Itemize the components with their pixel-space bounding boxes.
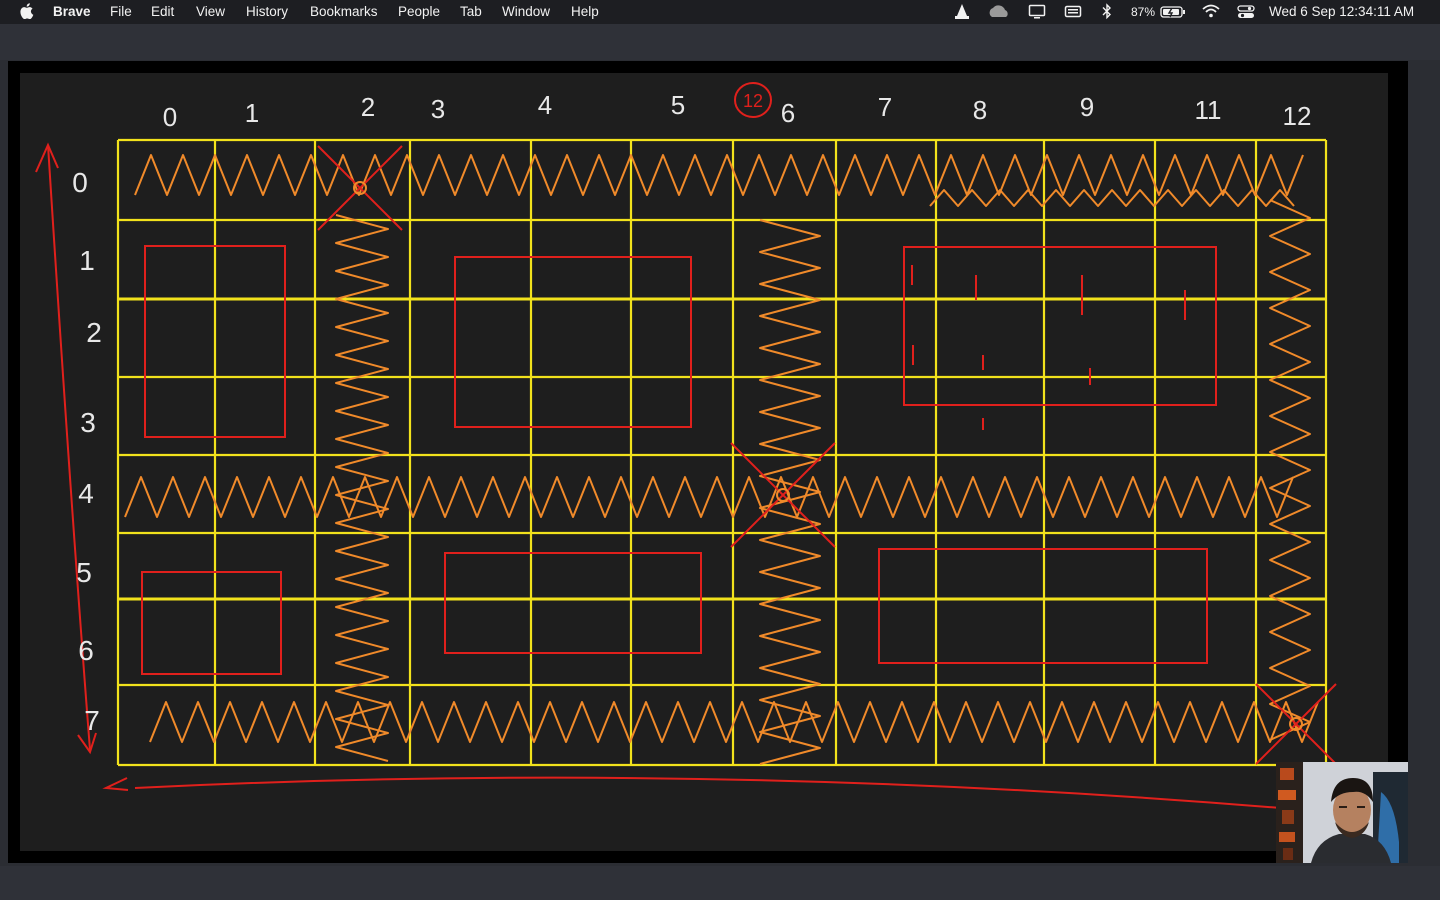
row-label: 7 [84,705,100,736]
bluetooth-icon[interactable] [1100,3,1114,23]
scribble-row [124,476,1294,518]
row-label: 6 [78,635,94,666]
menu-file[interactable]: File [110,4,132,19]
scribble-row [134,154,1304,196]
bottom-curve [134,776,1281,809]
battery-percent: 87% [1131,5,1156,19]
webcam-side-strip [1276,762,1303,863]
scribble-column [1269,199,1311,741]
row-label: 5 [76,557,92,588]
keyboard-icon[interactable] [1064,3,1082,23]
presenter-webcam [1303,762,1408,863]
window-bottom-strip [0,866,1440,900]
menu-edit[interactable]: Edit [151,4,175,19]
scribble-row [149,701,1319,743]
bottom-arrowhead [102,777,129,791]
row-label: 1 [79,245,95,276]
apple-menu-icon[interactable] [20,3,34,22]
app-name-menu[interactable]: Brave [53,4,91,19]
cross-mark [1255,683,1337,765]
wifi-icon[interactable] [1202,3,1220,23]
column-label: 1 [245,98,259,128]
island-outline [903,246,1217,406]
column-label: 4 [538,90,552,120]
menu-tab[interactable]: Tab [460,4,482,19]
column-label: 7 [878,92,892,122]
vlc-icon[interactable] [953,3,971,23]
column-label: 8 [973,95,987,125]
column-label: 2 [361,92,375,122]
column-label: 12 [1283,101,1312,131]
cross-mark-center [353,181,367,195]
scribble-column [759,219,821,765]
column-label: 9 [1080,92,1094,122]
island-outline [444,552,702,654]
cross-mark-center [1289,717,1303,731]
scribble-column [335,214,389,762]
menu-bookmarks[interactable]: Bookmarks [310,4,378,19]
row-label: 3 [80,407,96,438]
menubar-clock[interactable]: Wed 6 Sep 12:34:11 AM [1269,4,1415,19]
cross-mark-center [776,488,790,502]
column-label: 5 [671,90,685,120]
menu-history[interactable]: History [246,4,289,19]
cloud-icon[interactable] [986,3,1012,23]
control-center-icon[interactable] [1237,3,1255,23]
island-outline [878,548,1208,664]
row-axis-arrow [47,144,91,751]
island-outline [454,256,692,428]
menu-window[interactable]: Window [502,4,551,19]
menu-view[interactable]: View [196,4,226,19]
column-label: 6 [781,98,795,128]
column-label: 3 [431,94,445,124]
row-axis-arrowhead [35,142,59,173]
island-outline [144,245,286,438]
window-top-strip [0,24,1440,60]
display-icon[interactable] [1028,3,1046,23]
row-label: 0 [72,167,88,198]
cross-mark [730,442,836,548]
circled-label-ring [734,82,772,118]
circled-label: 12 [743,91,763,111]
cross-mark [317,145,403,231]
battery-icon[interactable] [1160,3,1186,23]
island-outline [141,571,282,675]
scribble-row [929,189,1295,207]
column-label: 0 [163,102,177,132]
column-label: 11 [1195,95,1222,125]
row-label: 2 [86,317,102,348]
row-axis-arrowhead [77,732,97,755]
menu-bar: Brave File Edit View History Bookmarks P… [0,0,1440,24]
menu-help[interactable]: Help [571,4,599,19]
menu-people[interactable]: People [398,4,441,19]
row-label: 4 [78,478,94,509]
